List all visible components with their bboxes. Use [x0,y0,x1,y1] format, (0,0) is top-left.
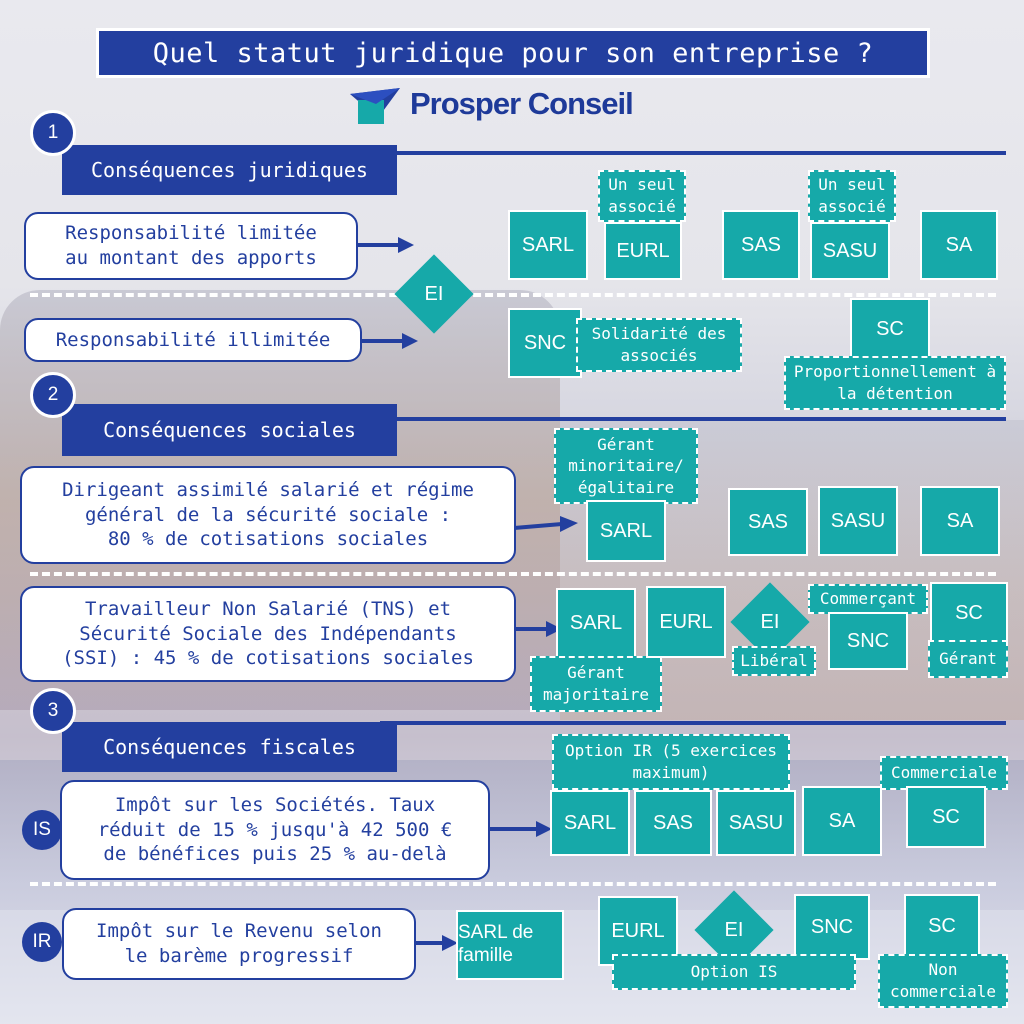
note-proportional: Proportionnellement à la détention [784,356,1006,410]
tns-regime-line: Travailleur Non Salarié (TNS) et [84,597,452,620]
section-2-number: 2 [30,372,76,418]
status-tile-sasu: SASU [716,790,796,856]
status-tile-sasu: SASU [810,222,890,280]
is-line: réduit de 15 % jusqu'à 42 500 € [97,818,453,841]
status-tile-snc: SNC [828,612,908,670]
salaried-regime-box: Dirigeant assimilé salarié et régime gén… [20,466,516,564]
status-tile-sc: SC [850,298,930,360]
salaried-regime-line: général de la sécurité sociale : [84,503,452,526]
status-tile-sarl: SARL [556,588,636,658]
status-tile-sas: SAS [728,488,808,556]
is-line: de bénéfices puis 25 % au-delà [103,843,447,866]
status-tile-snc: SNC [508,308,582,378]
status-tile-sc: SC [904,894,980,958]
section-2-line [380,417,1006,421]
status-tile-sc: SC [906,786,986,848]
status-tile-sa: SA [920,210,998,280]
ei-label: EI [724,919,744,941]
status-tile-snc: SNC [794,894,870,960]
note-liberal: Libéral [732,646,816,676]
status-tile-sasu: SASU [818,486,898,556]
divider-dashed [30,293,996,297]
status-tile-sarl: SARL [550,790,630,856]
divider-dashed [30,572,996,576]
is-box: Impôt sur les Sociétés. Taux réduit de 1… [60,780,490,880]
status-tile-sa: SA [920,486,1000,556]
ei-label: EI [760,611,780,633]
note-commerciale: Commerciale [880,756,1008,790]
is-line: Impôt sur les Sociétés. Taux [114,793,436,816]
note-non-commerciale: Non commerciale [878,954,1008,1008]
brand-name: Prosper Conseil [410,86,634,121]
status-tile-sarl: SARL [508,210,588,280]
note-commercant: Commerçant [808,584,928,614]
section-1-title: Conséquences juridiques [62,145,397,195]
section-1-number: 1 [30,110,76,156]
tns-regime-line: (SSI) : 45 % de cotisations sociales [62,647,474,670]
salaried-regime-line: Dirigeant assimilé salarié et régime [62,478,474,501]
ir-line: Impôt sur le Revenu selon [96,920,382,943]
limited-liability-box: Responsabilité limitée au montant des ap… [24,212,358,280]
arrow-icon [514,516,578,532]
arrow-icon [416,935,458,951]
section-3-title: Conséquences fiscales [62,722,397,772]
ir-tag: IR [22,922,62,962]
is-tag: IS [22,810,62,850]
ir-line: le barème progressif [124,945,354,967]
note-gerant-minoritaire: Gérant minoritaire/ égalitaire [554,428,698,504]
status-tile-eurl: EURL [604,222,682,280]
note-solidarity: Solidarité des associés [576,318,742,372]
arrow-icon [360,333,418,349]
status-tile-eurl: EURL [646,586,726,658]
note-gerant-majoritaire: Gérant majoritaire [530,656,662,712]
section-2-title: Conséquences sociales [62,404,397,456]
page-title: Quel statut juridique pour son entrepris… [96,28,930,78]
note-single-associate-eurl: Un seul associé [598,170,686,222]
salaried-regime-line: 80 % de cotisations sociales [107,528,429,551]
section-3-line [380,721,1006,725]
status-tile-sa: SA [802,786,882,856]
prosper-logo-icon [350,88,400,124]
arrow-icon [514,621,562,637]
limited-liability-line: Responsabilité limitée [65,222,317,245]
ei-label: EI [424,283,444,305]
status-tile-sarl: SARL [586,500,666,562]
note-gerant: Gérant [928,640,1008,678]
note-option-is: Option IS [612,954,856,990]
arrow-icon [488,821,552,837]
section-1-line [380,151,1006,155]
tns-regime-box: Travailleur Non Salarié (TNS) et Sécurit… [20,586,516,682]
status-tile-sarl-famille: SARL de famille [456,910,564,980]
divider-dashed [30,882,996,886]
tns-regime-line: Sécurité Sociale des Indépendants [79,622,457,645]
note-option-ir: Option IR (5 exercices maximum) [552,734,790,790]
ir-box: Impôt sur le Revenu selon le barème prog… [62,908,416,980]
limited-liability-line: au montant des apports [65,247,317,269]
status-tile-sas: SAS [634,790,712,856]
note-single-associate-sasu: Un seul associé [808,170,896,222]
unlimited-liability-box: Responsabilité illimitée [24,318,362,362]
status-tile-sc: SC [930,582,1008,644]
status-tile-sas: SAS [722,210,800,280]
arrow-icon [358,237,414,253]
section-3-number: 3 [30,688,76,734]
